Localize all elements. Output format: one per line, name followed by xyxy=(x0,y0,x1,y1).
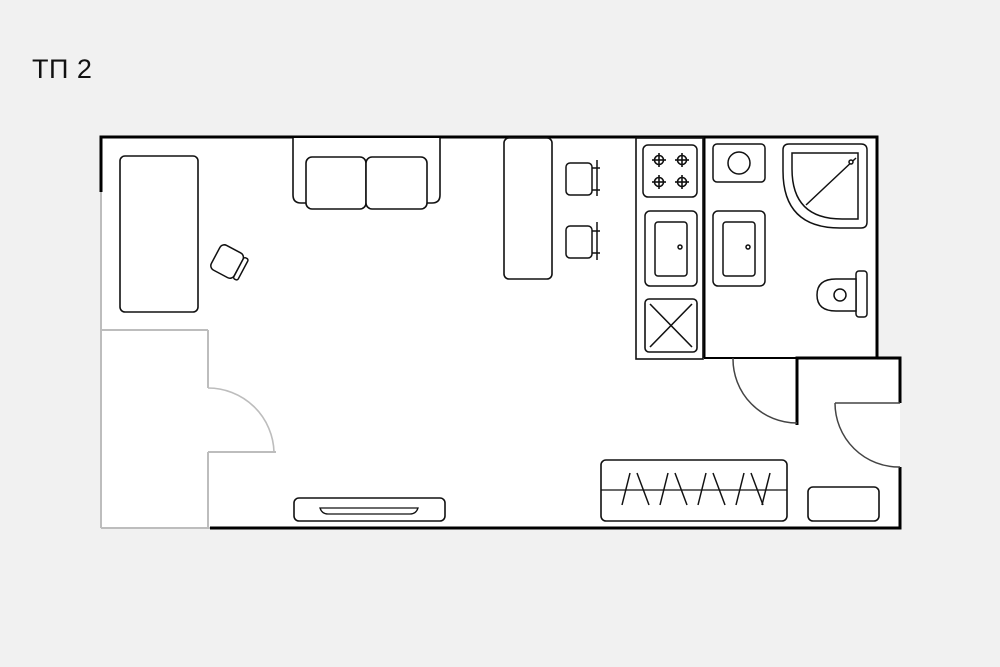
plan-title: ТП 2 xyxy=(32,54,93,84)
toilet-icon xyxy=(816,270,868,318)
office-chair-icon xyxy=(210,244,249,281)
tv-stand-icon xyxy=(293,497,446,522)
sofa-icon xyxy=(292,138,441,210)
balcony-door-swing-icon xyxy=(207,387,275,453)
shoe-bench-icon xyxy=(807,486,880,522)
entrance-door-swing-icon xyxy=(834,402,901,468)
bar-stool-icon xyxy=(565,222,600,260)
wardrobe-icon xyxy=(600,459,788,522)
bar-stool-icon xyxy=(565,160,600,196)
dishwasher-icon xyxy=(644,298,698,353)
bathroom-door-swing-icon xyxy=(732,357,798,424)
kitchen-unit xyxy=(635,137,704,360)
balcony-walls xyxy=(100,190,276,529)
bathroom-basin-icon xyxy=(712,143,766,183)
vanity-sink-icon xyxy=(712,210,766,287)
shower-cabin-icon xyxy=(782,143,868,229)
bar-counter-icon xyxy=(503,137,553,280)
desk-icon xyxy=(119,155,199,313)
kitchen-sink-icon xyxy=(644,210,698,287)
gas-stove-icon xyxy=(642,144,698,198)
